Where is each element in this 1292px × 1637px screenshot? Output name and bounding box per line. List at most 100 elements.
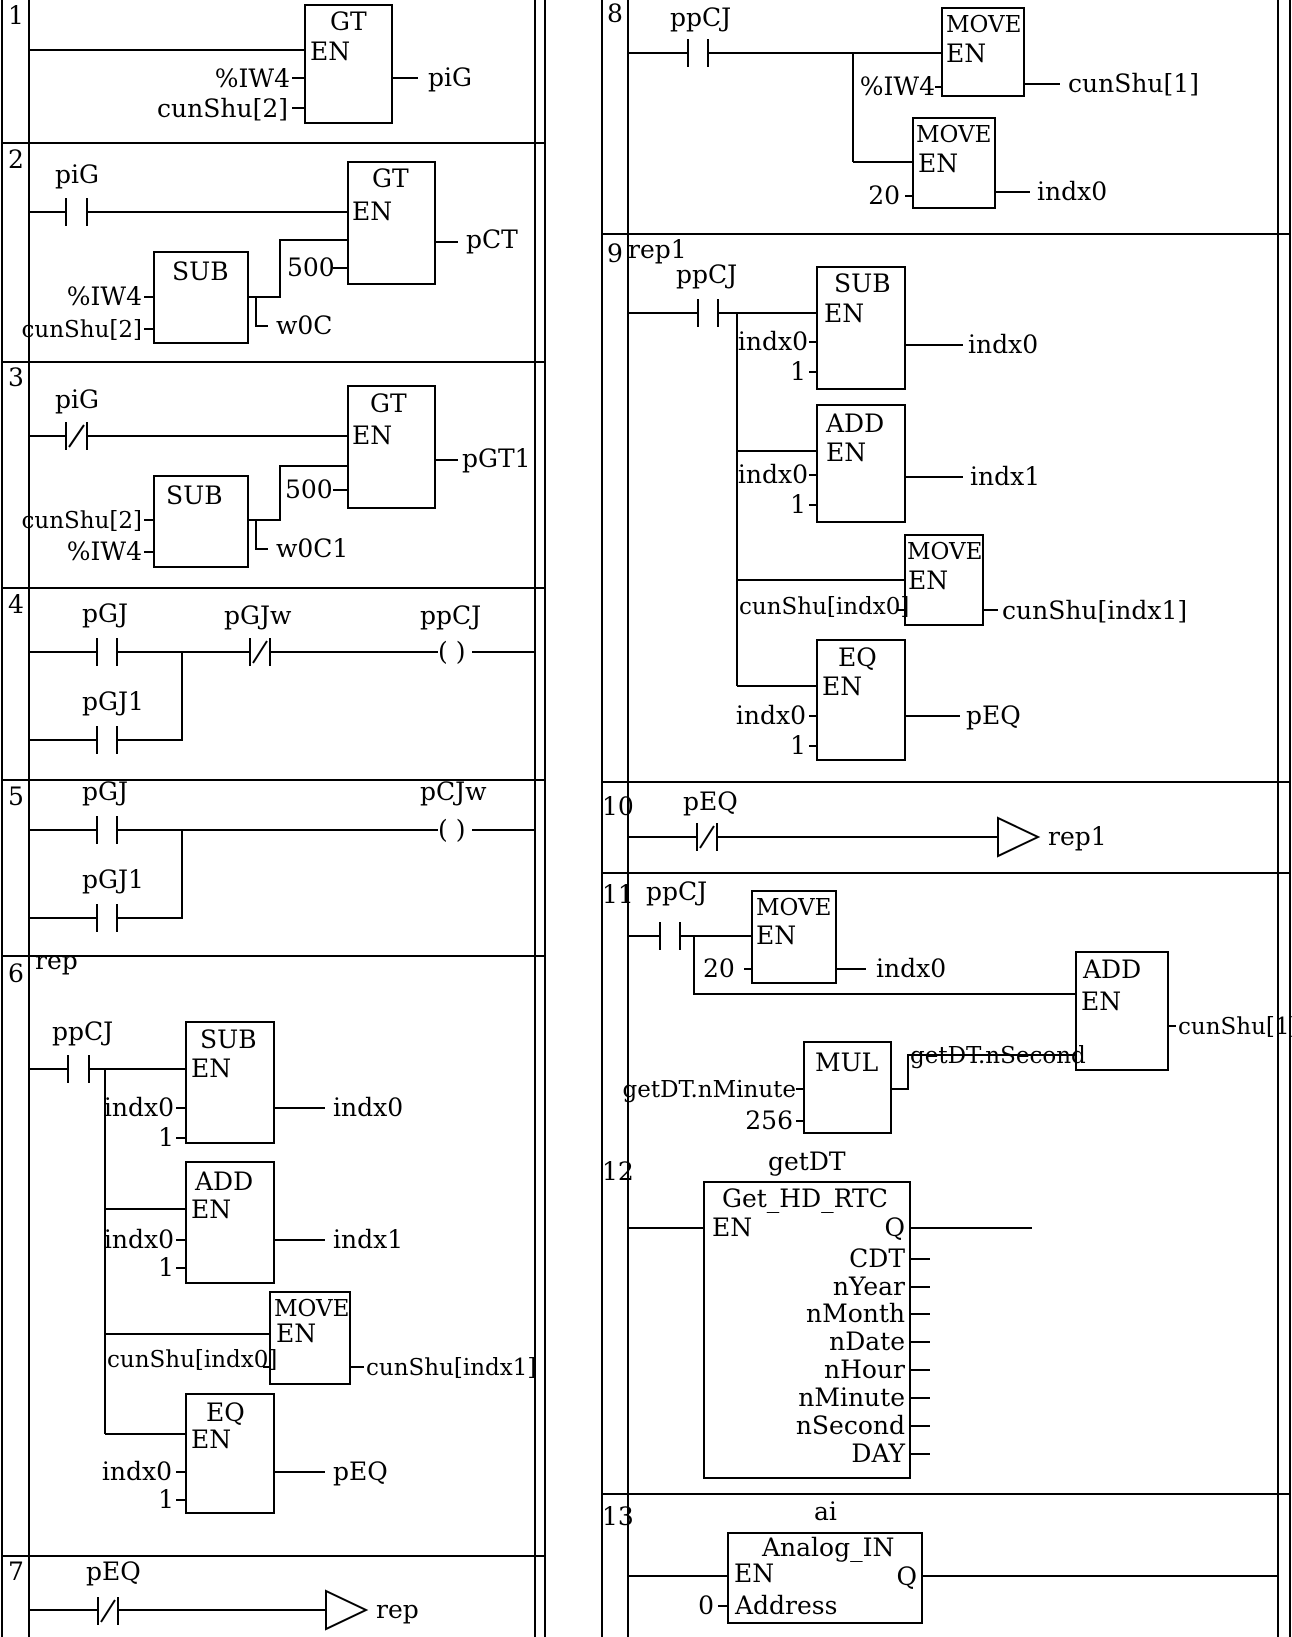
block-type: MOVE (916, 122, 991, 148)
sub-output: indx0 (333, 1093, 403, 1122)
contact-1-label: pGJ (82, 599, 128, 628)
output: pCT (466, 225, 518, 254)
constant: 20 (868, 181, 900, 210)
block-type: MOVE (756, 895, 831, 921)
sub-output: indx0 (968, 330, 1038, 359)
eq-output: pEQ (333, 1457, 388, 1486)
output: pGT1 (462, 444, 531, 473)
en-pin: EN (822, 672, 862, 701)
sub-input-1: indx0 (738, 327, 808, 356)
sub-input-2: 1 (790, 357, 806, 386)
rung-7: pEQ rep (29, 1557, 419, 1631)
block-type: MUL (815, 1048, 878, 1077)
block-type: SUB (166, 481, 223, 510)
block-type: EQ (838, 643, 877, 672)
rung-number-3: 3 (8, 363, 24, 392)
contact-2-label: pGJ1 (82, 687, 144, 716)
add-input-1: indx0 (738, 460, 808, 489)
output-pin: CDT (849, 1244, 905, 1273)
block-type: MOVE (946, 12, 1021, 38)
rung-number-5: 5 (8, 782, 24, 811)
rung-number-11: 11 (602, 880, 634, 909)
rung-number-9: 9 (607, 239, 623, 268)
en-pin: EN (352, 197, 392, 226)
eq-input-2: 1 (790, 731, 806, 760)
output-pin: nYear (833, 1272, 905, 1301)
add-input-1: indx0 (104, 1225, 174, 1254)
rung-1: GT EN %IW4 cunShu[2] piG (29, 4, 472, 124)
contact-label: pEQ (683, 787, 738, 816)
move-input: cunShu[indx0] (107, 1347, 277, 1373)
sub-input-1: %IW4 (67, 282, 142, 311)
en-pin: EN (756, 921, 796, 950)
block-type: ADD (825, 409, 884, 438)
block-type: MOVE (274, 1296, 349, 1322)
rung-label: rep (35, 946, 78, 975)
eq-input-2: 1 (158, 1485, 174, 1514)
address-pin: Address (734, 1591, 837, 1620)
move-block (751, 890, 837, 984)
rung-number-12: 12 (602, 1157, 634, 1186)
rtc-block (703, 1181, 911, 1479)
mul-input-2: 256 (745, 1106, 793, 1135)
en-pin: EN (824, 299, 864, 328)
contact-label: piG (55, 160, 99, 189)
analog-in-block (727, 1532, 923, 1624)
eq-block (185, 1393, 275, 1514)
eq-output: pEQ (966, 701, 1021, 730)
output-pin: nHour (824, 1355, 905, 1384)
move-output: cunShu[indx1] (366, 1355, 536, 1381)
output-pin: nMonth (806, 1299, 905, 1328)
eq-block (816, 639, 906, 761)
instance-name: ai (814, 1497, 837, 1526)
add-output: indx1 (333, 1225, 403, 1254)
rung-4: pGJ pGJ1 pGJw ppCJ ( ) (29, 599, 535, 754)
rung-number-6: 6 (8, 959, 24, 988)
en-pin: EN (826, 438, 866, 467)
sub-output: w0C (276, 311, 332, 340)
mul-input-1: getDT.nMinute (623, 1077, 797, 1103)
rung-8: ppCJ MOVE EN %IW4 cunShu[1] MOVE EN 20 i… (628, 3, 1199, 210)
block-type: Analog_IN (761, 1533, 894, 1562)
move-output: cunShu[1] (1068, 69, 1199, 98)
add-block (1075, 951, 1169, 1071)
output-pin: DAY (851, 1439, 905, 1468)
add-input: getDT.nSecond (910, 1043, 1086, 1069)
jump-arrow (325, 1589, 369, 1631)
contact-1-label: pGJ (82, 777, 128, 806)
add-block (816, 404, 906, 523)
mul-block (803, 1041, 892, 1134)
move-block (904, 534, 984, 626)
en-pin: EN (276, 1319, 316, 1348)
sub-block (153, 475, 249, 568)
move-input: cunShu[indx0] (739, 594, 909, 620)
en-pin: EN (191, 1195, 231, 1224)
input-2: cunShu[2] (157, 94, 288, 123)
eq-input-1: indx0 (102, 1457, 172, 1486)
rung-5: pGJ pGJ1 pCJw ( ) (29, 777, 535, 932)
en-pin: EN (310, 37, 350, 66)
output-pin: nMinute (798, 1383, 905, 1412)
move-block-2 (912, 117, 996, 209)
move-block (941, 7, 1025, 97)
sub-input-2: 1 (158, 1123, 174, 1152)
constant: 500 (285, 475, 333, 504)
sub-input-2: %IW4 (67, 537, 142, 566)
rung-2: piG GT EN pCT SUB %IW4 cunShu[2] w0C 500 (22, 160, 518, 344)
rung-6: rep ppCJ SUB EN indx0 1 indx0 ADD EN ind… (29, 946, 536, 1514)
add-output: indx1 (970, 462, 1040, 491)
output-pin: nDate (829, 1327, 905, 1356)
block-type: GT (372, 164, 409, 193)
sub-input-1: indx0 (104, 1093, 174, 1122)
gt-block (304, 4, 393, 124)
coil-label: ppCJ (420, 601, 481, 630)
output: piG (428, 63, 472, 92)
sub-input-1: cunShu[2] (22, 508, 142, 534)
contact-2-label: pGJ1 (82, 865, 144, 894)
jump-arrow (997, 816, 1041, 858)
block-type: EQ (206, 1398, 245, 1427)
contact-label: piG (55, 385, 99, 414)
en-pin: EN (191, 1054, 231, 1083)
